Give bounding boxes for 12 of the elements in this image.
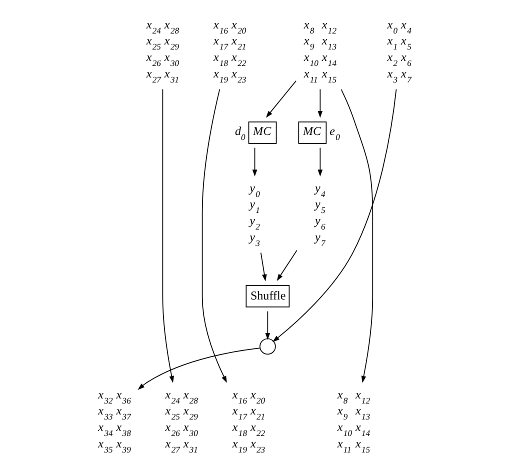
node-label: d$_{0}$ — [234, 124, 245, 142]
node-text: y$_{4}$ y$_{5}$ y$_{6}$ y$_{7}$ — [314, 180, 325, 248]
node-text: x$_{16}$ x$_{20}$ x$_{17}$ x$_{21}$ x$_{18}$ x$_{22}$ x$_{19}$ x$_{23}$ — [232, 387, 265, 454]
node-text: x$_{8}$ x$_{12}$ x$_{9}$ x$_{13}$ x$_{10}$ x$_{14}$ x$_{11}$ x$_{15}$ — [303, 17, 336, 84]
node-text: x$_{16}$ x$_{20}$ x$_{17}$ x$_{21}$ x$_{18}$ x$_{22}$ x$_{19}$ x$_{23}$ — [212, 17, 246, 84]
node-text: x$_{32}$ x$_{36}$ x$_{33}$ x$_{37}$ x$_{34}$ x$_{38}$ x$_{35}$ x$_{39}$ — [98, 387, 130, 454]
node-text: x$_{24}$ x$_{28}$ x$_{25}$ x$_{29}$ x$_{26}$ x$_{30}$ x$_{27}$ x$_{31}$ — [164, 387, 198, 454]
node-label: e$_{0}$ — [329, 124, 340, 142]
node-text: x$_{24}$ x$_{28}$ x$_{25}$ x$_{29}$ x$_{26}$ x$_{30}$ x$_{27}$ x$_{31}$ — [146, 17, 179, 84]
node-text: y$_{0}$ y$_{1}$ y$_{2}$ y$_{3}$ — [249, 180, 260, 248]
node-text: x$_{0}$ x$_{4}$ x$_{1}$ x$_{5}$ x$_{2}$ x$_{6}$ x$_{3}$ x$_{7}$ — [386, 17, 411, 84]
node-text: x$_{8}$ x$_{12}$ x$_{9}$ x$_{13}$ x$_{10}$ x$_{14}$ x$_{11}$ x$_{15}$ — [336, 387, 370, 454]
